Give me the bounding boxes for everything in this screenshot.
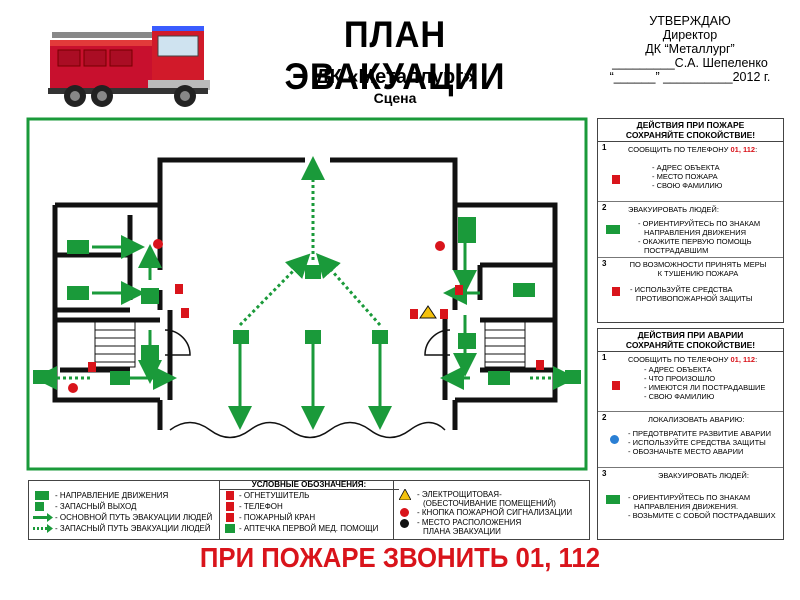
page-title: ПЛАН ЭВАКУАЦИИ	[284, 14, 506, 97]
emergency-call-banner: ПРИ ПОЖАРЕ ЗВОНИТЬ 01, 112	[199, 542, 601, 573]
fire-extinguisher-icon	[88, 362, 96, 372]
exit-sign-icon	[35, 491, 49, 500]
building-name: ДК «Металлург»	[315, 66, 475, 88]
exit-sign-icon	[606, 225, 620, 234]
emergency-exit-icon	[35, 502, 44, 511]
plan-location-icon	[400, 519, 409, 528]
fire-step-1: 1 СООБЩИТЬ ПО ТЕЛЕФОНУ 01, 112: - АДРЕС …	[598, 141, 783, 202]
fire-extinguisher-icon	[175, 284, 183, 294]
main-path-arrow-icon	[33, 513, 53, 522]
approval-block: УТВЕРЖДАЮ Директор ДК “Металлург” ______…	[585, 14, 795, 84]
plan-border	[26, 117, 588, 471]
approval-line: УТВЕРЖДАЮ	[649, 14, 731, 28]
fire-truck-icon	[48, 26, 210, 107]
alarm-button-icon	[400, 508, 409, 517]
accident-step-1: 1 СООБЩИТЬ ПО ТЕЛЕФОНУ 01, 112: - АДРЕС …	[598, 351, 783, 412]
door-arc	[164, 329, 191, 356]
accident-step-2: 2 ЛОКАЛИЗОВАТЬ АВАРИЮ: - ПРЕДОТВРАТИТЕ Р…	[598, 411, 783, 468]
phone-icon	[612, 175, 620, 184]
alarm-button-icon	[68, 383, 78, 393]
fire-step-3: 3 ПО ВОЗМОЖНОСТИ ПРИНЯТЬ МЕРЫ К ТУШЕНИЮ …	[602, 259, 767, 303]
fire-extinguisher-icon	[440, 309, 448, 319]
fire-extinguisher-icon	[226, 491, 234, 500]
approval-line: _________С.А. Шепеленко	[612, 56, 768, 70]
exit-sign-icon	[67, 217, 535, 385]
alarm-button-icon	[153, 239, 163, 249]
fire-extinguisher-icon	[181, 308, 189, 318]
legend-title: УСЛОВНЫЕ ОБОЗНАЧЕНИЯ:	[219, 480, 399, 490]
legend-divider	[219, 481, 220, 539]
fire-extinguisher-icon	[410, 309, 418, 319]
approval-line: Директор	[662, 28, 718, 42]
fire-extinguisher-icon	[536, 360, 544, 370]
accident-actions-panel: ДЕЙСТВИЯ ПРИ АВАРИИ СОХРАНЯЙТЕ СПОКОЙСТВ…	[597, 328, 784, 540]
legend: УСЛОВНЫЕ ОБОЗНАЧЕНИЯ: - НАПРАВЛЕНИЕ ДВИЖ…	[28, 480, 590, 540]
stage-curtain	[169, 421, 446, 439]
warning-icon	[610, 435, 619, 444]
fire-equipment	[68, 239, 544, 393]
fire-step-2: 2 ЭВАКУИРОВАТЬ ЛЮДЕЙ: - ОРИЕНТИРУЙТЕСЬ П…	[598, 201, 783, 258]
alarm-button-icon	[435, 241, 445, 251]
fire-extinguisher-icon	[455, 285, 463, 295]
fire-extinguisher-icon	[612, 287, 620, 296]
emergency-exit-icon	[33, 370, 581, 384]
location-name: Сцена	[373, 90, 417, 106]
stairs-left	[94, 321, 136, 368]
approval-line: ДК “Металлург”	[645, 42, 735, 56]
fire-hydrant-icon	[226, 513, 234, 522]
phone-icon	[226, 502, 234, 511]
electrical-panel-icon	[399, 489, 411, 500]
exit-sign-icon	[606, 495, 620, 504]
stairs-right	[484, 321, 526, 368]
main-evac-path	[92, 232, 480, 430]
accident-step-3: 3 ЭВАКУИРОВАТЬ ЛЮДЕЙ: - ОРИЕНТИРУЙТЕСЬ П…	[602, 469, 776, 520]
fire-actions-title: ДЕЙСТВИЯ ПРИ ПОЖАРЕ СОХРАНЯЙТЕ СПОКОЙСТВ…	[598, 119, 783, 142]
accident-actions-title: ДЕЙСТВИЯ ПРИ АВАРИИ СОХРАНЯЙТЕ СПОКОЙСТВ…	[598, 329, 783, 352]
approval-line: “______” __________2012 г.	[609, 70, 771, 84]
fire-actions-panel: ДЕЙСТВИЯ ПРИ ПОЖАРЕ СОХРАНЯЙТЕ СПОКОЙСТВ…	[597, 118, 784, 323]
first-aid-icon	[225, 524, 235, 533]
reserve-evac-path	[33, 156, 577, 390]
door-arc	[424, 329, 451, 356]
reserve-path-arrow-icon	[33, 524, 53, 533]
building-walls	[52, 157, 558, 430]
legend-divider	[393, 481, 394, 539]
electrical-panel-icon	[419, 305, 437, 319]
phone-icon	[612, 381, 620, 390]
